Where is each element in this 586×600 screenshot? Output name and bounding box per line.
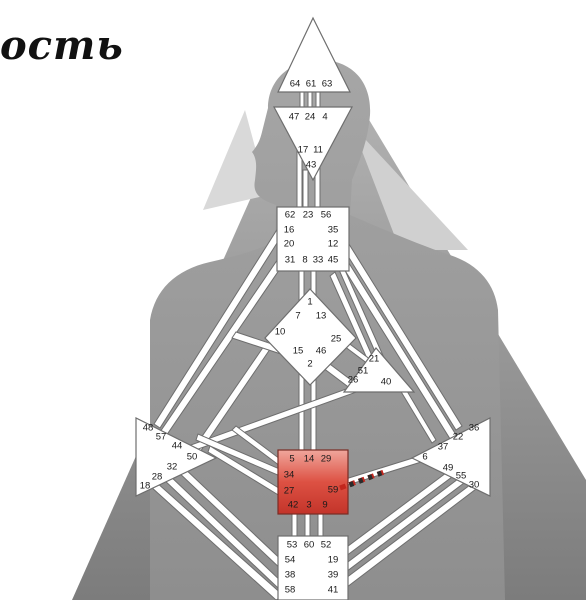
gate-32: 32 [167,462,178,473]
gate-42: 42 [288,500,299,511]
gate-17: 17 [298,145,309,156]
gate-31: 31 [285,255,296,266]
gate-16: 16 [284,225,295,236]
gate-10: 10 [275,327,286,338]
gate-1: 1 [307,297,312,308]
gate-58: 58 [285,585,296,596]
gate-19: 19 [328,555,339,566]
gate-40: 40 [381,377,392,388]
sacral-center [277,449,349,515]
gate-33: 33 [313,255,324,266]
gate-53: 53 [287,540,298,551]
gate-9: 9 [322,500,327,511]
gate-22: 22 [453,432,464,443]
gate-7: 7 [295,311,300,322]
gate-18: 18 [140,481,151,492]
gate-38: 38 [285,570,296,581]
gate-23: 23 [303,210,314,221]
gate-34: 34 [284,470,295,481]
heart-center [342,347,416,393]
gate-48: 48 [143,423,154,434]
gate-13: 13 [316,311,327,322]
ajna-center [272,106,354,182]
gate-36: 36 [469,423,480,434]
gate-14: 14 [304,454,315,465]
gate-26: 26 [348,375,359,386]
gate-2: 2 [307,359,312,370]
root-center [277,535,349,600]
gate-57: 57 [156,432,167,443]
gate-45: 45 [328,255,339,266]
gate-35: 35 [328,225,339,236]
gate-24: 24 [305,112,316,123]
head-center [277,16,351,93]
gate-39: 39 [328,570,339,581]
activation-59-dashes-dark [343,469,385,490]
gate-60: 60 [304,540,315,551]
gate-56: 56 [321,210,332,221]
gate-49: 49 [443,463,454,474]
aura-light-right [352,125,468,250]
gate-8: 8 [302,255,307,266]
throat-center [276,206,350,272]
gate-52: 52 [321,540,332,551]
gate-12: 12 [328,239,339,250]
gate-20: 20 [284,239,295,250]
gate-30: 30 [469,480,480,491]
spleen-center [135,417,218,497]
gate-29: 29 [321,454,332,465]
gate-41: 41 [328,585,339,596]
gate-6: 6 [422,452,427,463]
gate-46: 46 [316,346,327,357]
gate-54: 54 [285,555,296,566]
gate-11: 11 [313,145,323,156]
gate-62: 62 [285,210,296,221]
gate-61: 61 [306,79,317,90]
gate-44: 44 [172,441,183,452]
gate-55: 55 [456,471,467,482]
gate-43: 43 [306,160,317,171]
gate-37: 37 [438,442,449,453]
gate-47: 47 [289,112,300,123]
gate-50: 50 [187,452,198,463]
solar-plexus-center [410,417,491,497]
gate-15: 15 [293,346,304,357]
gate-64: 64 [290,79,301,90]
channels [149,91,481,600]
g-center [264,288,357,386]
gate-63: 63 [322,79,333,90]
gate-3: 3 [306,500,311,511]
aura-light-left [203,110,268,210]
gate-28: 28 [152,472,163,483]
gate-51: 51 [358,366,369,377]
gate-27: 27 [284,486,295,497]
gate-5: 5 [289,454,294,465]
gate-25: 25 [331,334,342,345]
gate-4: 4 [322,112,327,123]
gate-21: 21 [369,354,380,365]
caption-text: ость [0,22,124,69]
gate-59: 59 [328,485,339,496]
